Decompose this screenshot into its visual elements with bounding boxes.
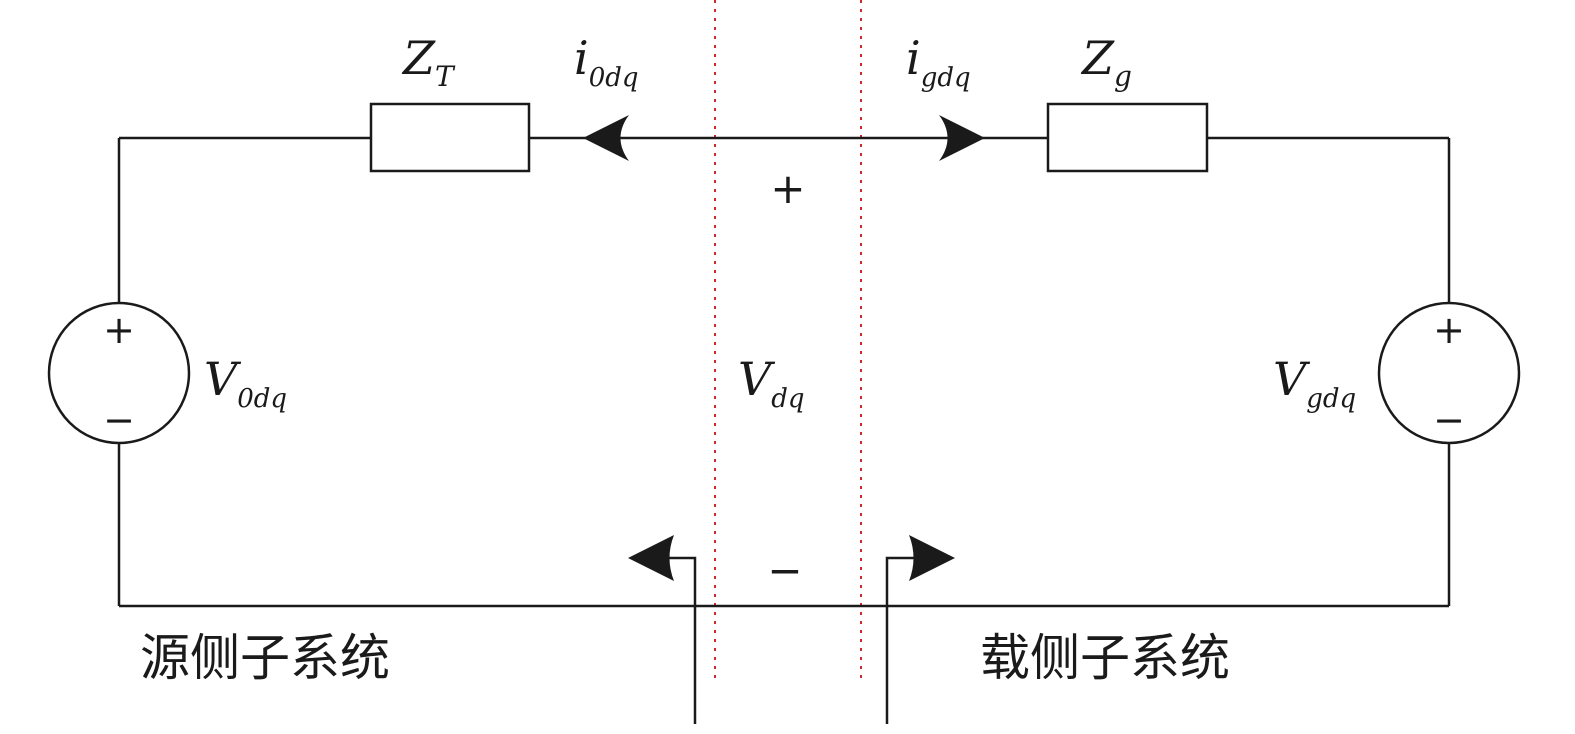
load-current-arrow-icon xyxy=(939,115,985,161)
source-voltage-symbol: V xyxy=(204,352,242,406)
source-port-arrow-icon xyxy=(628,535,674,581)
load-voltage-label: Vgdq xyxy=(1273,352,1356,414)
interface-minus-sign: − xyxy=(767,546,802,595)
interface-voltage-label: Vdq xyxy=(738,352,805,414)
interface-plus-sign: + xyxy=(770,164,805,213)
load-port-arrow-shaft xyxy=(885,556,914,724)
load-port-arrow-icon xyxy=(909,535,955,581)
load-plus-sign: + xyxy=(1433,308,1465,352)
interface-voltage-subscript: dq xyxy=(771,384,804,414)
load-voltage-symbol xyxy=(1377,301,1521,445)
source-current-symbol: i xyxy=(574,31,589,85)
source-impedance-box xyxy=(369,102,531,173)
source-impedance-symbol: Z xyxy=(401,31,436,85)
source-subsystem-label: 源侧子系统 xyxy=(140,629,390,687)
source-voltage-symbol xyxy=(47,301,191,445)
load-voltage-subscript: gdq xyxy=(1306,384,1356,414)
load-subsystem-label: 载侧子系统 xyxy=(980,629,1230,687)
load-current-label: igdq xyxy=(906,31,971,93)
source-port-arrow-shaft xyxy=(668,556,697,724)
source-voltage-label: V0dq xyxy=(204,352,287,414)
load-impedance-subscript: g xyxy=(1114,60,1132,93)
source-impedance-label: ZT xyxy=(401,31,456,93)
source-minus-sign: − xyxy=(103,398,135,442)
source-impedance-subscript: T xyxy=(435,60,456,93)
load-voltage-symbol: V xyxy=(1273,352,1311,406)
source-plus-sign: + xyxy=(103,308,135,352)
source-current-subscript: 0dq xyxy=(589,63,639,93)
load-impedance-symbol: Z xyxy=(1080,31,1115,85)
load-impedance-box xyxy=(1046,102,1209,173)
load-current-subscript: gdq xyxy=(921,63,971,93)
source-current-label: i0dq xyxy=(574,31,639,93)
load-impedance-label: Zg xyxy=(1080,31,1132,93)
source-voltage-subscript: 0dq xyxy=(237,384,287,414)
load-minus-sign: − xyxy=(1433,398,1465,442)
source-current-arrow-icon xyxy=(583,115,629,161)
interface-voltage-symbol: V xyxy=(738,352,776,406)
load-current-symbol: i xyxy=(906,31,921,85)
